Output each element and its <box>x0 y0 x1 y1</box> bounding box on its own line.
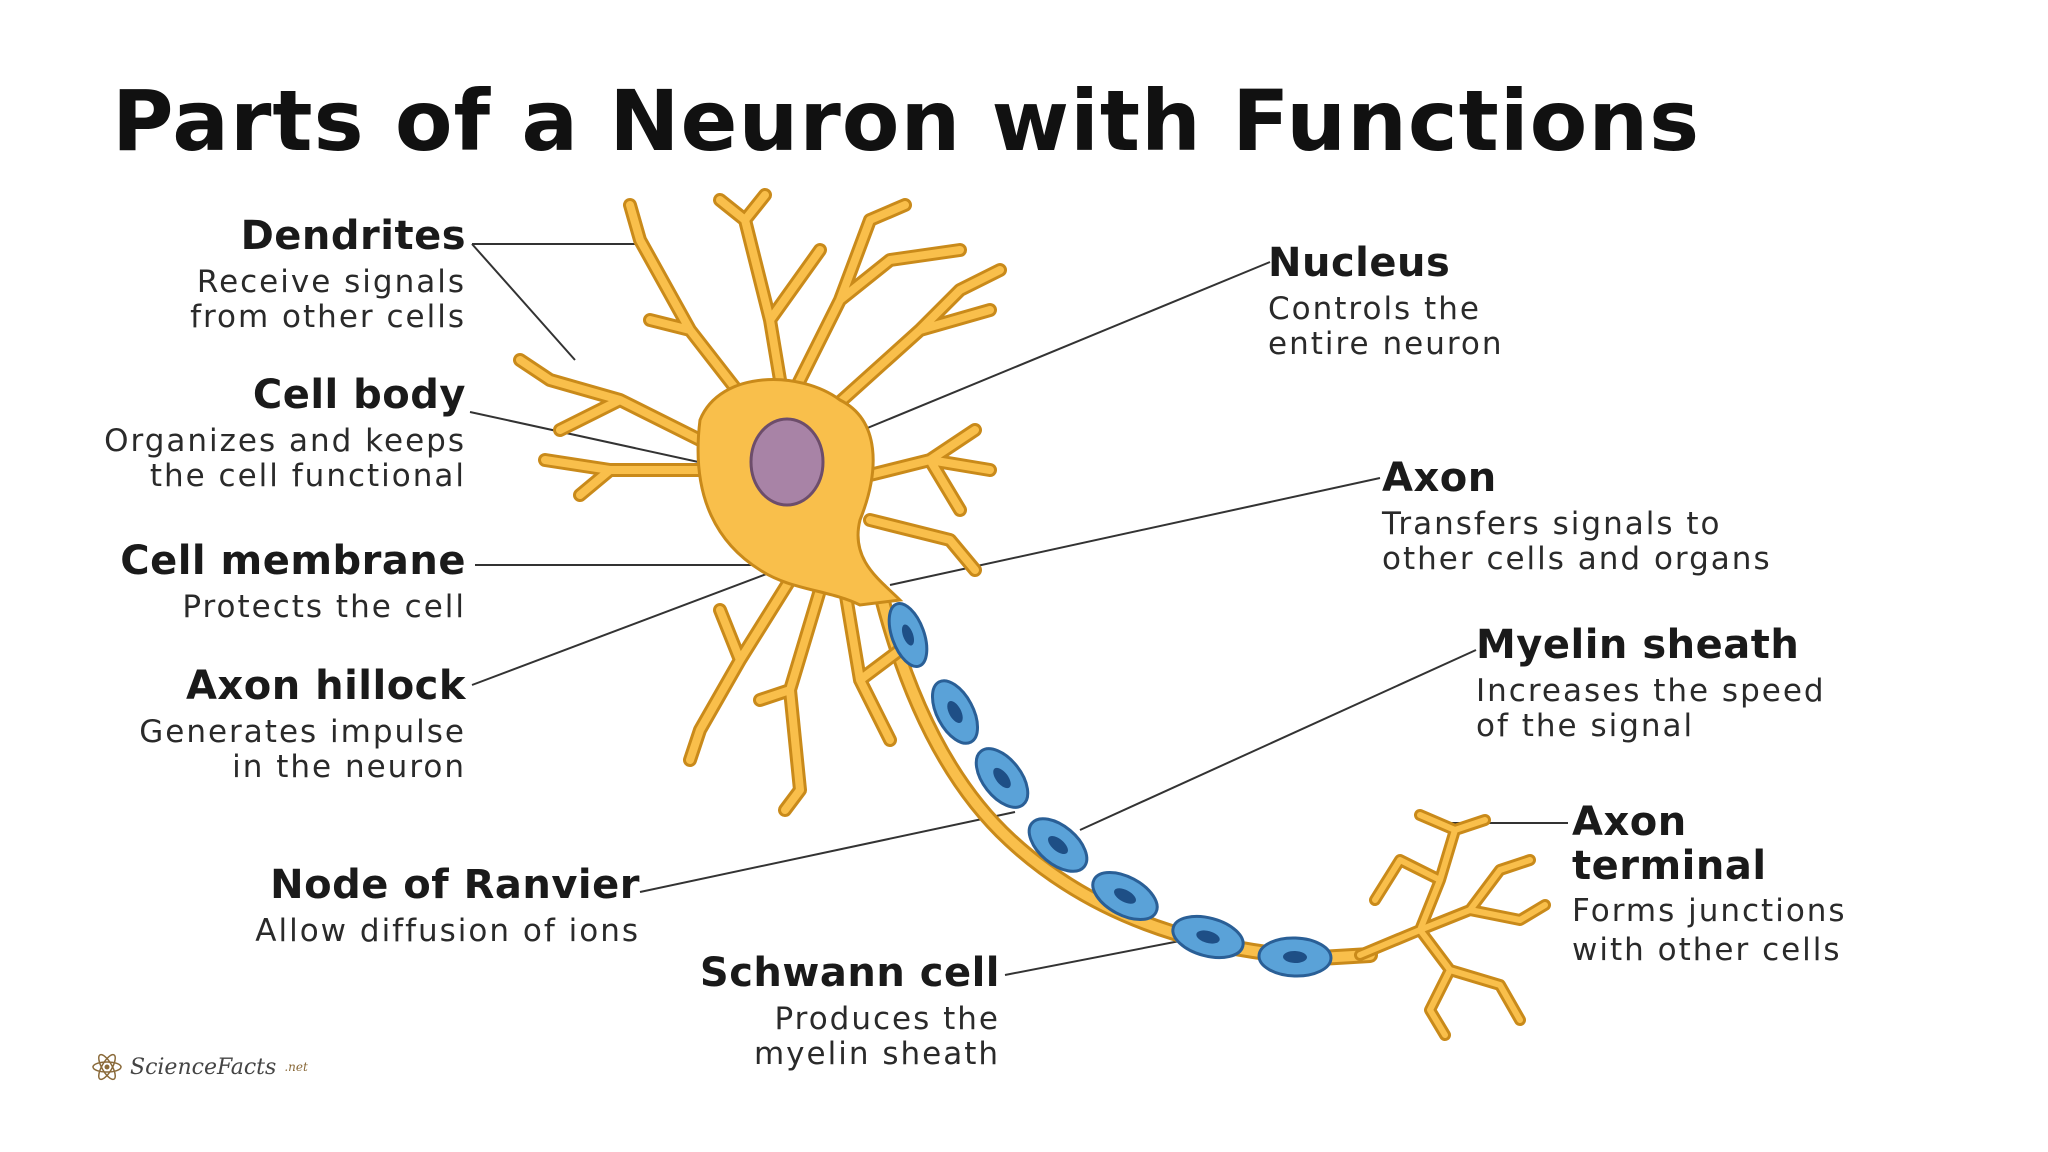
label-nucleus-name: Nucleus <box>1268 240 1451 286</box>
label-myelin-sheath-desc2: of the signal <box>1476 708 1695 744</box>
label-cell-body-desc1: Organizes and keeps <box>104 423 466 459</box>
leader-schwann-cell <box>1004 939 1186 976</box>
label-node-of-ranvier: Node of Ranvier Allow diffusion of ions <box>255 862 640 949</box>
leader-cell-body <box>469 411 736 471</box>
label-schwann-cell: Schwann cell Produces the myelin sheath <box>700 950 1000 1072</box>
label-node-of-ranvier-desc1: Allow diffusion of ions <box>255 913 640 949</box>
atom-icon <box>92 1053 122 1081</box>
label-axon-terminal: Axon terminal Forms junctions with other… <box>1572 800 1847 968</box>
label-dendrites: Dendrites Receive signals from other cel… <box>190 213 466 335</box>
dendrites-fill <box>516 191 1004 814</box>
label-nucleus-desc1: Controls the <box>1268 291 1481 327</box>
label-myelin-sheath: Myelin sheath Increases the speed of the… <box>1476 622 1826 744</box>
label-node-of-ranvier-name: Node of Ranvier <box>270 862 640 908</box>
label-cell-body: Cell body Organizes and keeps the cell f… <box>104 372 466 494</box>
label-schwann-cell-name: Schwann cell <box>699 950 1000 996</box>
leader-myelin-sheath <box>1079 649 1477 831</box>
label-cell-body-desc2: the cell functional <box>149 458 466 494</box>
label-axon-terminal-name2: terminal <box>1572 843 1767 889</box>
leader-axon <box>889 477 1381 586</box>
label-axon-terminal-desc1: Forms junctions <box>1572 893 1847 929</box>
label-axon-desc1: Transfers signals to <box>1382 506 1722 542</box>
label-axon-hillock-desc2: in the neuron <box>232 749 466 785</box>
label-dendrites-name: Dendrites <box>240 213 466 259</box>
label-cell-membrane-name: Cell membrane <box>120 538 466 584</box>
sciencefacts-logo: ScienceFacts .net <box>90 1050 308 1084</box>
label-axon-name: Axon <box>1382 455 1497 501</box>
logo-text: ScienceFacts <box>130 1054 277 1080</box>
page-title: Parts of a Neuron with Functions <box>112 72 1701 170</box>
label-axon-hillock-desc1: Generates impulse <box>139 714 466 750</box>
label-axon: Axon Transfers signals to other cells an… <box>1382 455 1772 577</box>
leader-node-of-ranvier <box>639 811 1016 893</box>
label-dendrites-desc2: from other cells <box>190 299 466 335</box>
logo-suffix: .net <box>284 1060 308 1074</box>
label-dendrites-desc1: Receive signals <box>196 264 466 300</box>
leader-dendrites <box>471 243 640 361</box>
label-axon-hillock-name: Axon hillock <box>185 663 466 709</box>
label-cell-body-name: Cell body <box>252 372 466 418</box>
label-myelin-sheath-desc1: Increases the speed <box>1476 673 1826 709</box>
label-myelin-sheath-name: Myelin sheath <box>1476 622 1800 668</box>
label-cell-membrane-desc1: Protects the cell <box>182 589 466 625</box>
label-schwann-cell-desc1: Produces the <box>774 1001 1000 1037</box>
label-axon-terminal-desc2: with other cells <box>1572 932 1842 968</box>
myelin-sheath <box>887 602 1333 978</box>
label-axon-hillock: Axon hillock Generates impulse in the ne… <box>139 663 466 785</box>
nucleus <box>749 417 825 507</box>
label-nucleus: Nucleus Controls the entire neuron <box>1268 240 1504 362</box>
label-axon-desc2: other cells and organs <box>1382 541 1772 577</box>
label-nucleus-desc2: entire neuron <box>1268 326 1504 362</box>
myelin-cores <box>901 624 1307 964</box>
label-schwann-cell-desc2: myelin sheath <box>753 1036 1000 1072</box>
label-cell-membrane: Cell membrane Protects the cell <box>120 538 466 625</box>
label-axon-terminal-name1: Axon <box>1572 799 1687 845</box>
